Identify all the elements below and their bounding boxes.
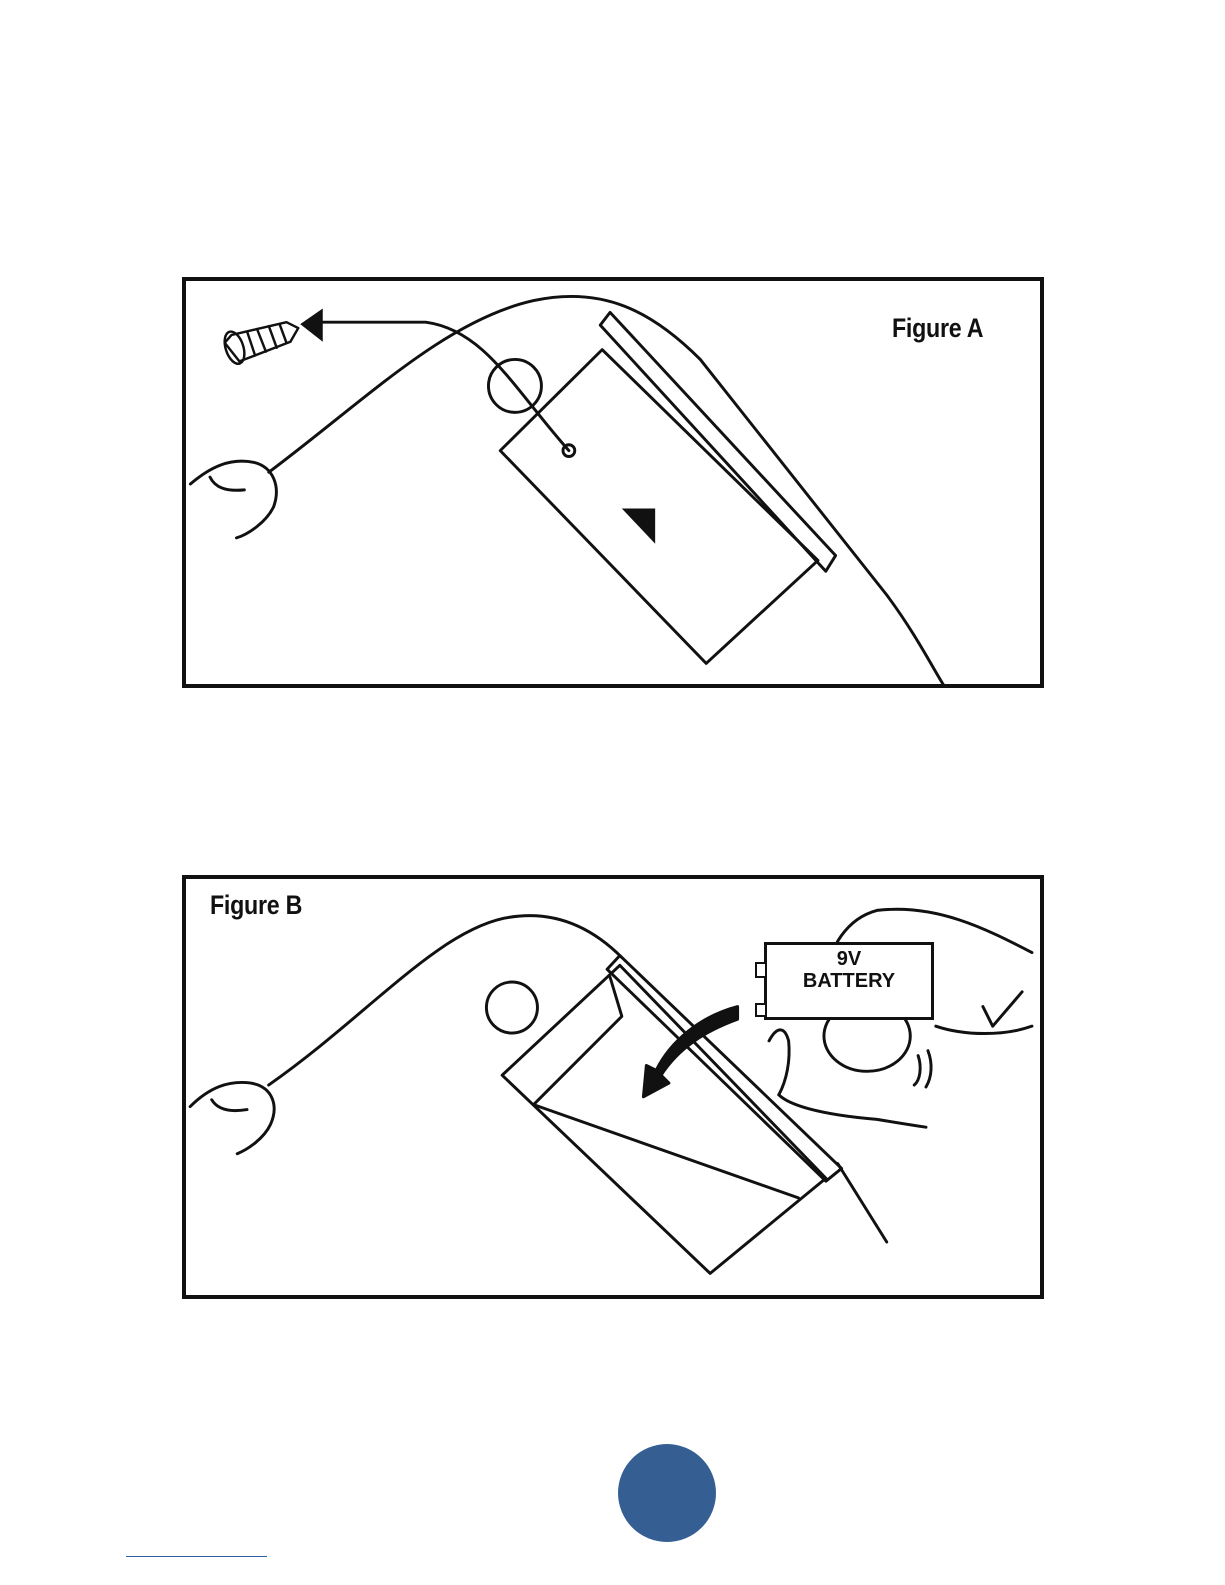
thumb [190, 1082, 274, 1153]
arrow-indicator [622, 508, 655, 543]
footer-link-underline [126, 1556, 267, 1557]
figure-a-panel: Figure A [182, 277, 1044, 688]
battery-voltage-label: 9V [767, 949, 931, 969]
arrow-head [300, 308, 323, 341]
battery-label: BATTERY [767, 969, 931, 993]
nine-volt-battery: 9V BATTERY [764, 942, 934, 1020]
battery-cover [500, 350, 818, 664]
battery-terminal [755, 962, 765, 978]
device-outline [269, 916, 622, 1085]
circle-recess [486, 982, 537, 1033]
figure-b-panel: Figure B 9V BATTERY [182, 875, 1044, 1299]
figure-b-label: Figure B [210, 890, 302, 921]
screw-icon [221, 322, 298, 366]
thumb [190, 461, 276, 538]
page-number-badge [618, 1444, 716, 1542]
figure-a-label: Figure A [892, 313, 983, 344]
lid-ridge [600, 312, 835, 571]
battery-terminal [755, 1003, 765, 1017]
